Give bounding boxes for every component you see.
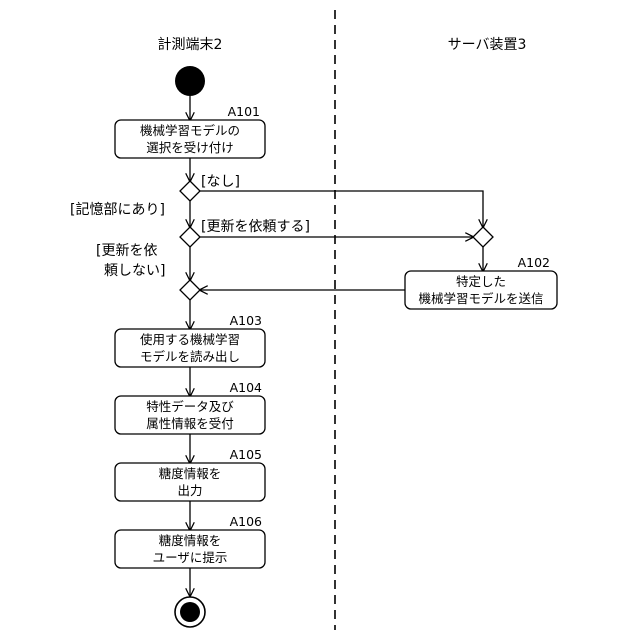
guard-request-update: [更新を依頼する] (201, 219, 310, 235)
action-a105-line2: 出力 (177, 483, 202, 498)
action-a103-line1: 使用する機械学習 (140, 332, 240, 347)
action-a104-line2: 属性情報を受付 (146, 416, 234, 431)
action-a102-line2: 機械学習モデルを送信 (418, 291, 543, 306)
guard-no-update-line2: 頼しない] (104, 263, 165, 279)
guard-none: [なし] (201, 174, 240, 190)
step-id-a103: A103 (230, 313, 262, 328)
guard-in-storage: [記憶部にあり] (70, 201, 165, 218)
action-a106-line2: ユーザに提示 (153, 550, 228, 565)
step-id-a102: A102 (518, 255, 550, 270)
step-id-a101: A101 (228, 104, 260, 119)
action-a102-line1: 特定した (456, 274, 506, 289)
action-a106-line1: 糖度情報を (159, 533, 222, 548)
step-id-a105: A105 (230, 447, 262, 462)
decision-model-stored (180, 181, 200, 201)
initial-node (175, 66, 205, 96)
final-node-inner (180, 602, 200, 622)
step-id-a106: A106 (230, 514, 262, 529)
action-a104-line1: 特性データ及び (146, 399, 234, 414)
guard-no-update-line1: [更新を依 (96, 243, 157, 259)
action-a105-line1: 糖度情報を (159, 466, 222, 481)
merge-node-server (473, 227, 493, 247)
action-a101-line2: 選択を受け付け (146, 140, 234, 155)
lane-title-measurement-terminal: 計測端末2 (158, 37, 223, 53)
step-id-a104: A104 (230, 380, 262, 395)
action-a101-line1: 機械学習モデルの (140, 123, 240, 138)
merge-node-terminal (180, 280, 200, 300)
action-a103-line2: モデルを読み出し (140, 349, 240, 364)
lane-title-server-device: サーバ装置3 (448, 37, 527, 53)
decision-request-update (180, 227, 200, 247)
